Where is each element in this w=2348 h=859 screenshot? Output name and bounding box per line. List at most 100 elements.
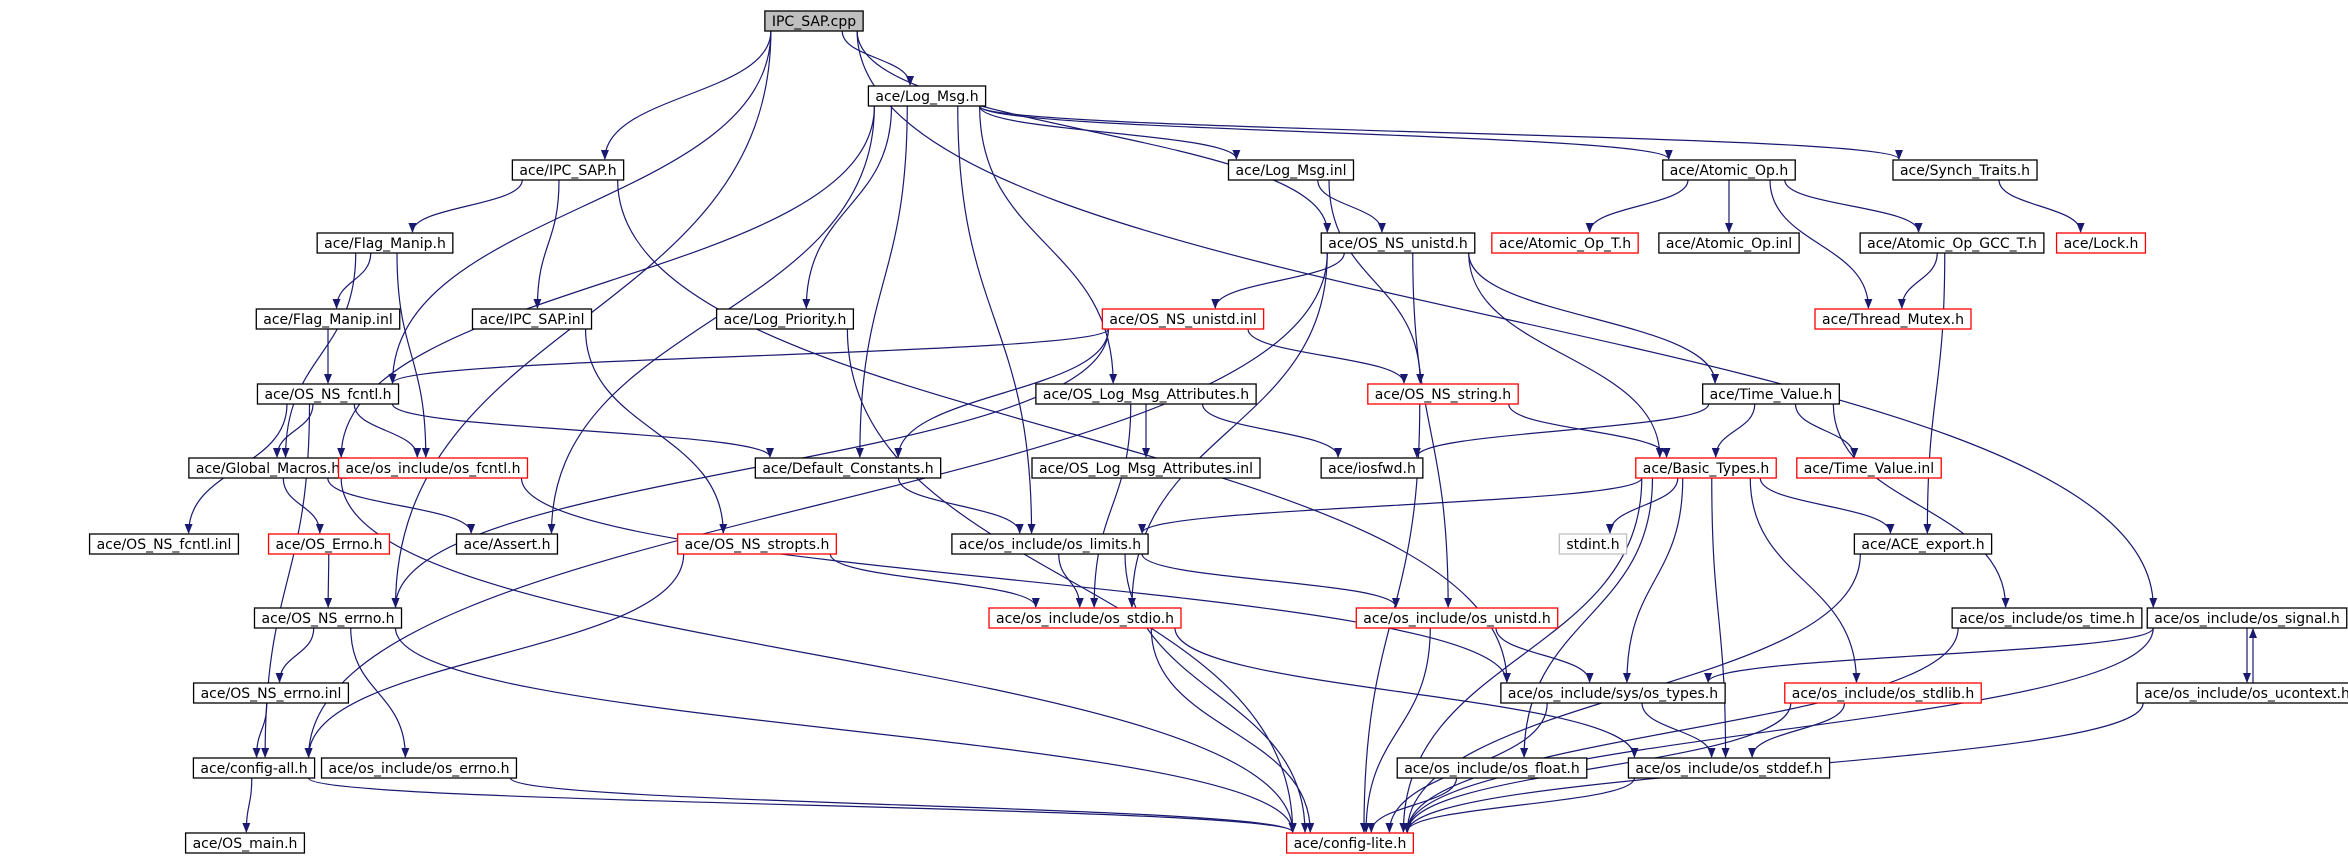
- node-label: ace/Log_Msg.h: [875, 89, 978, 105]
- node-assert-h[interactable]: ace/Assert.h: [455, 533, 559, 555]
- edge-path: [979, 105, 1903, 160]
- node-os-ns-unistd-h[interactable]: ace/OS_NS_unistd.h: [1320, 232, 1476, 254]
- edge-path: [1897, 252, 1938, 309]
- node-os-ns-errno-h[interactable]: ace/OS_NS_errno.h: [253, 607, 403, 629]
- node-basic-types-h[interactable]: ace/Basic_Types.h: [1635, 457, 1777, 479]
- node-log-msg-inl[interactable]: ace/Log_Msg.inl: [1227, 159, 1355, 181]
- edge-path: [1138, 477, 1643, 534]
- node-label: ace/Global_Macros.h: [196, 461, 340, 477]
- node-os-include-os-stdio-h[interactable]: ace/os_include/os_stdio.h: [988, 607, 1182, 629]
- node-box: [2146, 607, 2348, 629]
- node-box: [192, 682, 350, 704]
- node-os-ns-stropts-h[interactable]: ace/OS_NS_stropts.h: [677, 533, 837, 555]
- edge-os-ns-unistd-inl-to-os-ns-string-h: [1247, 328, 1408, 384]
- node-flag-manip-h[interactable]: ace/Flag_Manip.h: [316, 232, 454, 254]
- node-box: [253, 607, 403, 629]
- node-os-ns-fcntl-h[interactable]: ace/OS_NS_fcntl.h: [256, 383, 400, 405]
- node-box: [1784, 682, 1982, 704]
- node-os-include-os-limits-h[interactable]: ace/os_include/os_limits.h: [951, 533, 1149, 555]
- node-os-include-os-unistd-h[interactable]: ace/os_include/os_unistd.h: [1355, 607, 1559, 629]
- node-os-log-msg-attributes-inl[interactable]: ace/OS_Log_Msg_Attributes.inl: [1031, 457, 1261, 479]
- edge-path: [584, 328, 728, 534]
- edge-path: [802, 105, 893, 309]
- node-os-include-os-ucontext-h[interactable]: ace/os_include/os_ucontext.h: [2136, 682, 2348, 704]
- node-box: [184, 832, 306, 854]
- node-os-ns-unistd-inl[interactable]: ace/OS_NS_unistd.inl: [1101, 308, 1265, 330]
- node-os-ns-errno-inl[interactable]: ace/OS_NS_errno.inl: [192, 682, 350, 704]
- node-box: [1491, 232, 1639, 254]
- node-os-include-os-time-h[interactable]: ace/os_include/os_time.h: [1951, 607, 2143, 629]
- node-config-lite-h[interactable]: ace/config-lite.h: [1285, 832, 1415, 854]
- node-atomic-op-gcc-t-h[interactable]: ace/Atomic_Op_GCC_T.h: [1859, 232, 2045, 254]
- edge-os-ns-errno-h-to-os-ns-errno-inl: [275, 627, 315, 683]
- node-box: [1101, 308, 1265, 330]
- node-ipc-sap-cpp[interactable]: IPC_SAP.cpp: [764, 10, 864, 32]
- node-os-main-h[interactable]: ace/OS_main.h: [184, 832, 306, 854]
- edge-path: [396, 252, 430, 458]
- node-atomic-op-h[interactable]: ace/Atomic_Op.h: [1662, 159, 1796, 181]
- node-box: [2055, 232, 2147, 254]
- edge-path: [307, 777, 1297, 833]
- edge-path: [1201, 403, 1343, 458]
- node-time-value-inl[interactable]: ace/Time_Value.inl: [1796, 457, 1942, 479]
- node-os-ns-string-h[interactable]: ace/OS_NS_string.h: [1367, 383, 1519, 405]
- node-thread-mutex-h[interactable]: ace/Thread_Mutex.h: [1814, 308, 1972, 330]
- node-config-all-h[interactable]: ace/config-all.h: [192, 757, 316, 779]
- edge-log-msg-h-to-log-priority-h: [802, 105, 893, 309]
- edge-path: [1127, 252, 1328, 608]
- edge-atomic-op-h-to-atomic-op-t-h: [1585, 179, 1689, 233]
- node-os-ns-fcntl-inl[interactable]: ace/OS_NS_fcntl.inl: [88, 533, 240, 555]
- edge-path: [327, 477, 476, 534]
- edge-path: [979, 105, 1118, 384]
- edge-path: [1150, 627, 1315, 833]
- node-label: ace/os_include/os_stdio.h: [996, 611, 1174, 627]
- node-box: [1859, 232, 2045, 254]
- node-log-msg-h[interactable]: ace/Log_Msg.h: [867, 85, 987, 107]
- node-os-errno-h[interactable]: ace/OS_Errno.h: [267, 533, 391, 555]
- edge-os-ns-unistd-inl-to-os-ns-errno-h: [391, 328, 1109, 608]
- node-stdint-h[interactable]: stdint.h: [1558, 533, 1628, 555]
- node-iosfwd-h[interactable]: ace/iosfwd.h: [1320, 457, 1424, 479]
- edge-path: [829, 553, 1040, 608]
- node-atomic-op-t-h[interactable]: ace/Atomic_Op_T.h: [1491, 232, 1639, 254]
- node-ipc-sap-inl[interactable]: ace/IPC_SAP.inl: [471, 308, 593, 330]
- node-label: ace/OS_NS_string.h: [1375, 387, 1511, 403]
- edge-path: [533, 179, 560, 309]
- edge-path: [1367, 777, 1458, 833]
- node-lock-h[interactable]: ace/Lock.h: [2055, 232, 2147, 254]
- edge-path: [897, 477, 1024, 534]
- node-label: ace/os_include/os_ucontext.h: [2144, 686, 2348, 702]
- node-os-include-os-errno-h[interactable]: ace/os_include/os_errno.h: [320, 757, 518, 779]
- node-ace-export-h[interactable]: ace/ACE_export.h: [1853, 533, 1993, 555]
- node-flag-manip-inl[interactable]: ace/Flag_Manip.inl: [255, 308, 401, 330]
- node-synch-traits-h[interactable]: ace/Synch_Traits.h: [1892, 159, 2038, 181]
- node-box: [951, 533, 1149, 555]
- node-os-include-os-stdlib-h[interactable]: ace/os_include/os_stdlib.h: [1784, 682, 1982, 704]
- edge-path: [353, 403, 422, 458]
- edge-path: [617, 179, 1511, 683]
- node-atomic-op-inl[interactable]: ace/Atomic_Op.inl: [1658, 232, 1800, 254]
- edge-path: [391, 328, 1109, 608]
- node-os-include-os-signal-h[interactable]: ace/os_include/os_signal.h: [2146, 607, 2348, 629]
- node-box: [1892, 159, 2038, 181]
- node-os-include-sys-os-types-h[interactable]: ace/os_include/sys/os_types.h: [1500, 682, 1726, 704]
- edge-basic-types-h-to-os-include-os-float-h: [1520, 477, 1654, 758]
- edge-os-ns-fcntl-h-to-default-constants-h: [391, 403, 774, 458]
- node-os-log-msg-attributes-h[interactable]: ace/OS_Log_Msg_Attributes.h: [1035, 383, 1257, 405]
- node-box: [1558, 533, 1628, 555]
- edge-os-include-os-signal-h-to-config-lite-h: [1403, 627, 2154, 833]
- edge-os-ns-unistd-inl-to-default-constants-h: [894, 328, 1109, 458]
- node-os-include-os-fcntl-h[interactable]: ace/os_include/os_fcntl.h: [337, 457, 529, 479]
- node-label: ace/OS_main.h: [193, 836, 298, 852]
- node-label: ace/OS_NS_fcntl.h: [264, 387, 391, 403]
- node-global-macros-h[interactable]: ace/Global_Macros.h: [188, 457, 348, 479]
- node-os-include-os-stddef-h[interactable]: ace/os_include/os_stddef.h: [1627, 757, 1831, 779]
- node-log-priority-h[interactable]: ace/Log_Priority.h: [715, 308, 855, 330]
- node-time-value-h[interactable]: ace/Time_Value.h: [1702, 383, 1840, 405]
- node-default-constants-h[interactable]: ace/Default_Constants.h: [754, 457, 942, 479]
- edge-path: [957, 105, 1036, 534]
- node-label: ace/OS_NS_unistd.inl: [1109, 312, 1256, 328]
- node-ipc-sap-h[interactable]: ace/IPC_SAP.h: [511, 159, 625, 181]
- node-os-include-os-float-h[interactable]: ace/os_include/os_float.h: [1396, 757, 1588, 779]
